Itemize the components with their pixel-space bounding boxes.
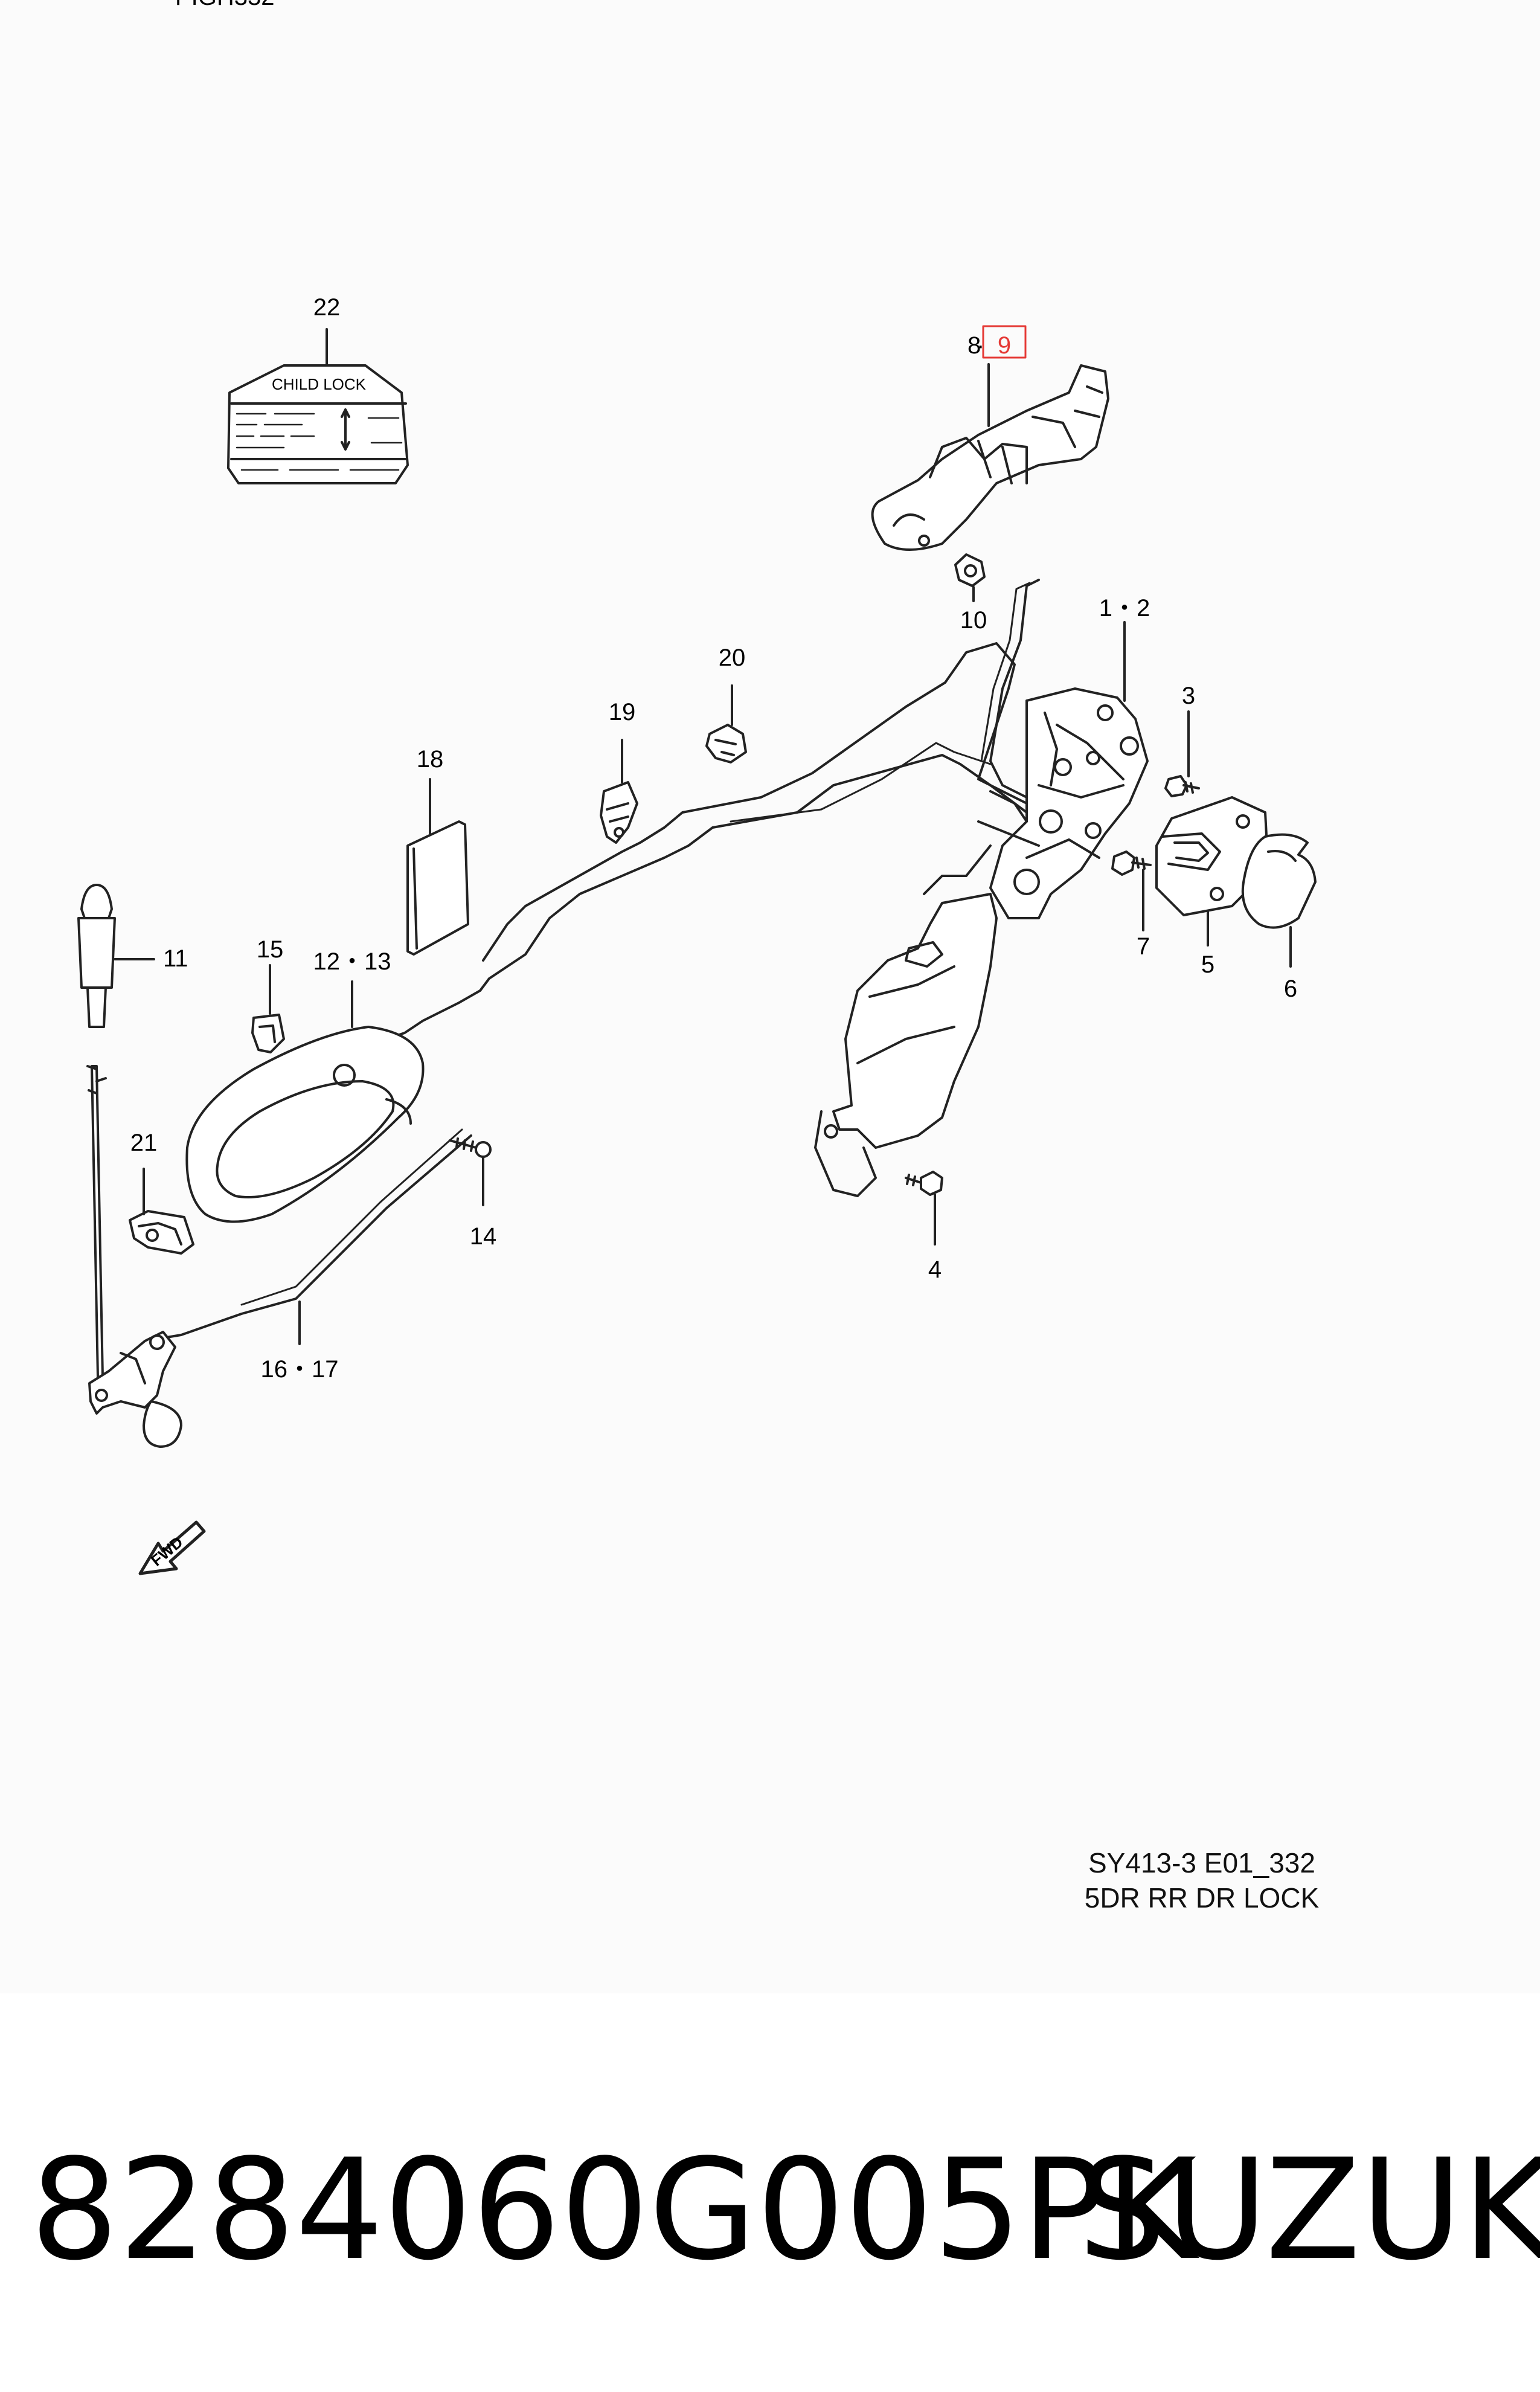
callout-22: 22 bbox=[313, 294, 341, 321]
door-striker[interactable] bbox=[1155, 796, 1269, 916]
exploded-view-drawing: PIGH332 CHILD LOCK 22 8 · 9 bbox=[77, 0, 1317, 1575]
part-info-strip bbox=[0, 1993, 1540, 2392]
callout-7: 7 bbox=[1137, 933, 1150, 960]
diagram-title: 5DR RR DR LOCK bbox=[1084, 1882, 1320, 1914]
callout-16-17: 16・17 bbox=[261, 1356, 339, 1383]
child-lock-title: CHILD LOCK bbox=[272, 375, 367, 393]
callout-19: 19 bbox=[609, 699, 636, 725]
callout-8: 8 bbox=[967, 332, 981, 359]
clip-19[interactable] bbox=[600, 781, 638, 844]
clip-15[interactable] bbox=[251, 1014, 285, 1053]
lock-screw-3[interactable] bbox=[1164, 775, 1200, 797]
lock-knob[interactable] bbox=[77, 884, 116, 1028]
outside-door-handle[interactable] bbox=[871, 364, 1109, 551]
callout-4: 4 bbox=[928, 1256, 942, 1283]
highlight-box-9[interactable] bbox=[982, 325, 1027, 359]
callout-18: 18 bbox=[417, 746, 444, 773]
callout-10: 10 bbox=[960, 607, 987, 634]
lock-rod-16-17[interactable] bbox=[162, 1128, 472, 1339]
handle-nut[interactable] bbox=[954, 553, 986, 587]
inside-door-handle[interactable] bbox=[185, 1026, 425, 1223]
callout-9-highlighted[interactable]: 9 bbox=[998, 332, 1011, 359]
brand-name: SUZUKI bbox=[1078, 2130, 1540, 2291]
callout-3: 3 bbox=[1182, 683, 1195, 709]
actuator-bolt-4[interactable] bbox=[905, 1171, 943, 1196]
parts-diagram: PIGH332 CHILD LOCK 22 8 · 9 bbox=[77, 0, 1341, 1915]
lock-screw-7[interactable] bbox=[1111, 850, 1152, 876]
lock-knob-rod-and-crank[interactable] bbox=[86, 1065, 182, 1448]
diagram-header-text: PIGH332 bbox=[175, 0, 275, 10]
label-dash-rows bbox=[236, 413, 403, 471]
sound-pad-18[interactable] bbox=[406, 820, 469, 956]
callout-21: 21 bbox=[130, 1130, 158, 1156]
callout-12-13: 12・13 bbox=[313, 948, 391, 975]
door-lock-assembly[interactable] bbox=[977, 687, 1149, 919]
control-rods bbox=[385, 642, 1028, 1040]
diagram-code: SY413-3 E01_332 bbox=[1088, 1847, 1315, 1879]
fwd-direction-arrow: FWD bbox=[138, 1520, 206, 1575]
callout-20: 20 bbox=[719, 645, 746, 671]
outside-handle-rod bbox=[989, 579, 1040, 799]
clamp-21[interactable] bbox=[129, 1210, 194, 1255]
callout-15: 15 bbox=[257, 936, 284, 963]
callout-6: 6 bbox=[1284, 976, 1297, 1002]
callout-1-2: 1・2 bbox=[1099, 595, 1150, 622]
diagram-reference: SY413-3 E01_332 5DR RR DR LOCK bbox=[1063, 1845, 1341, 1915]
callout-11: 11 bbox=[163, 945, 188, 972]
child-lock-label-plate[interactable]: CHILD LOCK bbox=[227, 364, 409, 484]
lock-actuator-cover[interactable] bbox=[814, 844, 998, 1197]
striker-shim[interactable] bbox=[1241, 833, 1317, 929]
callout-14: 14 bbox=[470, 1223, 497, 1250]
part-number: 8284060G005PK bbox=[30, 2130, 1197, 2291]
clip-20[interactable] bbox=[705, 724, 747, 764]
callout-5: 5 bbox=[1201, 951, 1214, 978]
